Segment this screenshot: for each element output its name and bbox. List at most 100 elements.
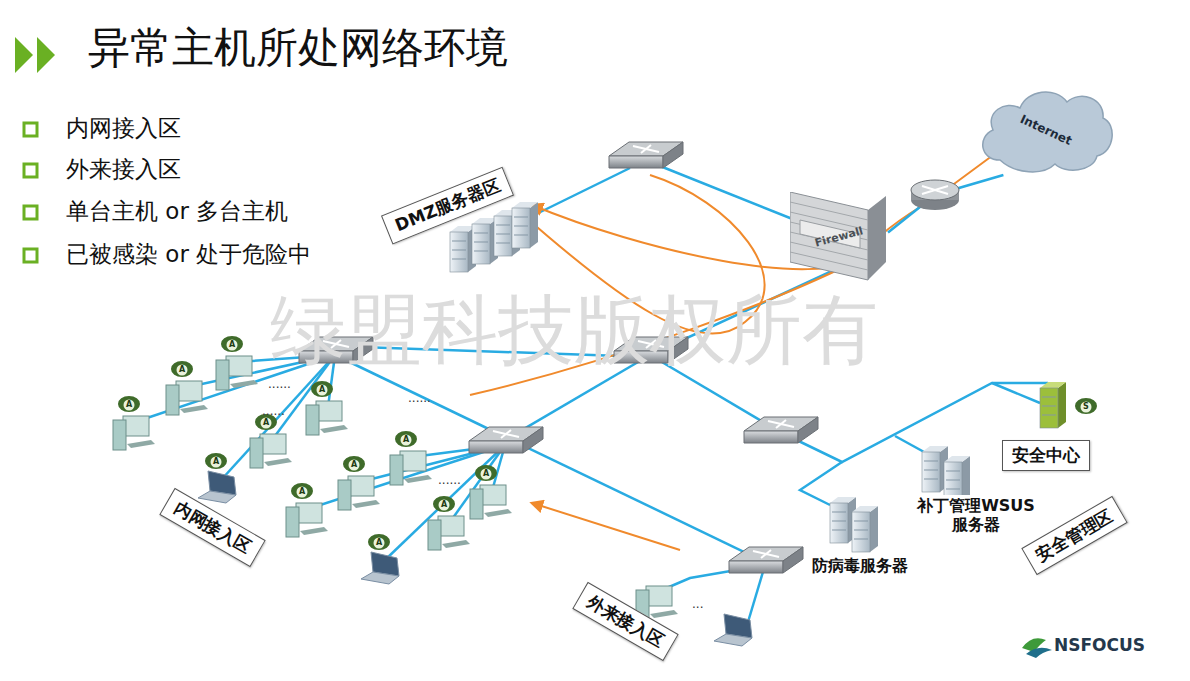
- badge-dome: [221, 336, 243, 352]
- pc-icon: [338, 476, 380, 510]
- server-slot: [514, 217, 528, 218]
- traffic-path: [532, 150, 1000, 269]
- logo-wave: [1026, 648, 1052, 658]
- monitor: [260, 434, 286, 454]
- agent-badge: [205, 453, 227, 469]
- laptop-base: [714, 634, 752, 646]
- ellipsis: ......: [408, 392, 431, 406]
- agent-badge: [343, 456, 365, 472]
- keyboard: [230, 380, 258, 388]
- server-label: 补丁管理WSUS 服务器: [906, 495, 1046, 535]
- node-text: 内网接入区: [170, 496, 255, 558]
- server-slot: [452, 250, 466, 251]
- server-slot: [1042, 415, 1056, 416]
- switch-icon: [744, 417, 818, 443]
- server-slot: [924, 470, 938, 471]
- laptop-base: [198, 491, 236, 503]
- laptop-icon: [198, 471, 236, 503]
- agent-badge: [433, 496, 455, 512]
- network-cable: [748, 565, 765, 622]
- server-front: [472, 224, 490, 264]
- tower: [166, 385, 179, 415]
- agent-badge: [1075, 398, 1097, 414]
- firewall-wall: Firewall: [790, 192, 888, 282]
- agent-badge: [171, 361, 193, 377]
- badge-letter: A: [483, 469, 489, 478]
- ellipsis: ......: [268, 378, 291, 392]
- server-slot: [946, 471, 960, 472]
- monitor: [226, 356, 252, 376]
- laptop-icon: [714, 614, 752, 646]
- router-top: [911, 180, 959, 200]
- server-icon: [512, 202, 538, 248]
- server-slot: [924, 479, 938, 480]
- agent-badge: [395, 431, 417, 447]
- server-side: [1058, 382, 1066, 428]
- badge-dome: [205, 453, 227, 469]
- server-slot: [1042, 406, 1056, 407]
- monitor: [296, 503, 322, 523]
- badge-face: [1081, 402, 1092, 413]
- monitor: [123, 416, 149, 436]
- server-slot: [452, 259, 466, 260]
- badge-face: [401, 435, 412, 446]
- badge-dome: [433, 496, 455, 512]
- bullet-text: 单台主机 or 多台主机: [66, 198, 288, 224]
- keyboard: [180, 405, 208, 413]
- badge-face: [124, 400, 135, 411]
- badge-dome: [118, 396, 140, 412]
- agent-badge: [291, 483, 313, 499]
- bullet-square: [24, 206, 37, 219]
- server-side: [530, 202, 538, 248]
- badge-face: [349, 460, 360, 471]
- monitor: [480, 485, 506, 505]
- server-slot: [854, 539, 868, 540]
- server-front: [830, 503, 848, 543]
- switch-arrows: [768, 420, 794, 428]
- agent-badge: [311, 381, 333, 397]
- keyboard: [264, 458, 292, 466]
- keyboard: [442, 540, 470, 548]
- badge-dome: [343, 456, 365, 472]
- node-text: 补丁管理WSUS 服务器: [910, 496, 1042, 534]
- tower: [306, 405, 319, 435]
- switch-arrows: [633, 145, 659, 153]
- switch-icon: [609, 142, 683, 168]
- agent-badge: [475, 465, 497, 481]
- tower: [113, 420, 126, 450]
- badge-letter: S: [1083, 402, 1089, 411]
- network-cable: [222, 355, 335, 479]
- server-slot: [1042, 397, 1056, 398]
- monitor: [316, 401, 342, 421]
- tower: [390, 455, 403, 485]
- badge-dome: [475, 465, 497, 481]
- network-link: [888, 175, 1003, 233]
- network-cable: [645, 160, 800, 222]
- badge-letter: A: [213, 457, 219, 466]
- ellipsis: ...: [692, 598, 703, 612]
- badge-face: [227, 340, 238, 351]
- keyboard: [127, 440, 155, 448]
- title-arrow: [15, 37, 33, 73]
- server-slot: [452, 241, 466, 242]
- keyboard: [352, 500, 380, 508]
- bullet-text: 外来接入区: [66, 156, 181, 182]
- badge-dome: [1075, 398, 1097, 414]
- server-slot: [946, 489, 960, 490]
- brick-line: [790, 202, 868, 220]
- server-top: [944, 456, 970, 462]
- server-slot: [474, 233, 488, 234]
- switch-front: [469, 441, 523, 453]
- server-slot: [474, 242, 488, 243]
- logo-mark: [1022, 638, 1052, 658]
- wall-side: [868, 196, 886, 280]
- keyboard: [320, 425, 348, 433]
- server-slot: [924, 461, 938, 462]
- switch-icon: [469, 427, 543, 453]
- monitor: [176, 381, 202, 401]
- server-front: [512, 208, 530, 248]
- network-cable: [385, 445, 505, 560]
- server-top: [1040, 382, 1066, 388]
- ellipsis: ......: [262, 405, 285, 419]
- network-cable: [992, 383, 1040, 403]
